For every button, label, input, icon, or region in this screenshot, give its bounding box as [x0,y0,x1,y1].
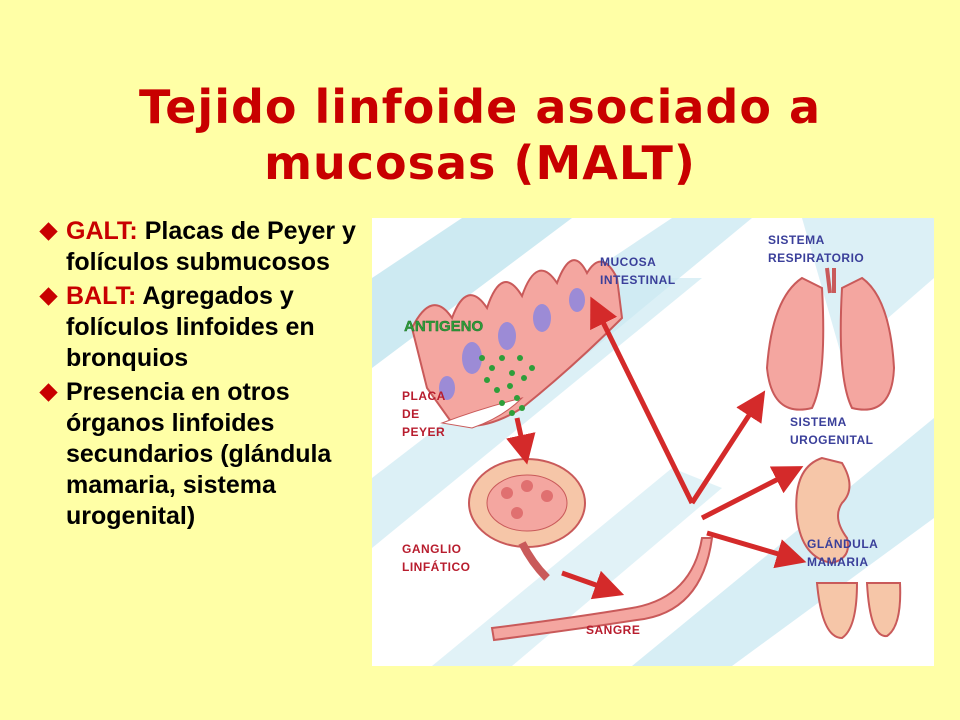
bullet-text: Placas de Peyer y folículos submucosos [66,217,356,276]
label-mucosa-l1: MUCOSA [600,255,656,269]
antigen-particles [479,355,535,416]
label-placa-l1: PLACA [402,389,446,403]
label-placa-l3: PEYER [402,425,445,439]
mammary-gland-drawing [815,582,902,640]
bullet-otros: Presencia en otros órganos linfoides sec… [39,377,365,532]
label-glandula-l2: MAMARIA [807,555,869,569]
diamond-bullet-icon [39,222,58,241]
label-glandula-l1: GLÁNDULA [807,536,878,551]
label-resp-l1: SISTEMA [768,233,825,247]
label-resp-l2: RESPIRATORIO [768,251,864,265]
label-uro-l1: SISTEMA [790,415,847,429]
diamond-bullet-icon [39,287,58,306]
lungs-drawing [765,267,896,411]
malt-diagram-svg: MUCOSA INTESTINAL SISTEMA RESPIRATORIO A… [372,218,934,666]
title-line-2: mucosas (MALT) [264,135,696,190]
label-ganglio-l1: GANGLIO [402,542,462,556]
label-ganglio-l2: LINFÁTICO [402,559,471,574]
bullet-galt: GALT: Placas de Peyer y folículos submuc… [39,216,365,278]
malt-diagram: MUCOSA INTESTINAL SISTEMA RESPIRATORIO A… [372,218,934,666]
intestinal-mucosa-drawing [410,259,624,429]
label-sangre: SANGRE [586,623,640,637]
kidney-drawing [795,456,851,565]
bullet-term: BALT: [66,282,137,310]
bullet-term: GALT: [66,217,138,245]
bullet-list: GALT: Placas de Peyer y folículos submuc… [39,216,365,535]
label-mucosa-l2: INTESTINAL [600,273,676,287]
label-antigen: ANTIGENO [404,318,484,335]
title-line-1: Tejido linfoide asociado a [138,79,822,134]
migration-arrows [506,296,807,600]
bullet-text: Agregados y folículos linfoides en bronq… [66,282,315,372]
diamond-bullet-icon [39,383,58,402]
bullet-text: Presencia en otros órganos linfoides sec… [66,378,332,530]
label-placa-l2: DE [402,407,420,421]
blood-vessel-drawing [490,537,714,642]
slide-title: Tejido linfoide asociado a mucosas (MALT… [40,79,920,191]
bullet-balt: BALT: Agregados y folículos linfoides en… [39,281,365,374]
label-uro-l2: UROGENITAL [790,433,873,447]
